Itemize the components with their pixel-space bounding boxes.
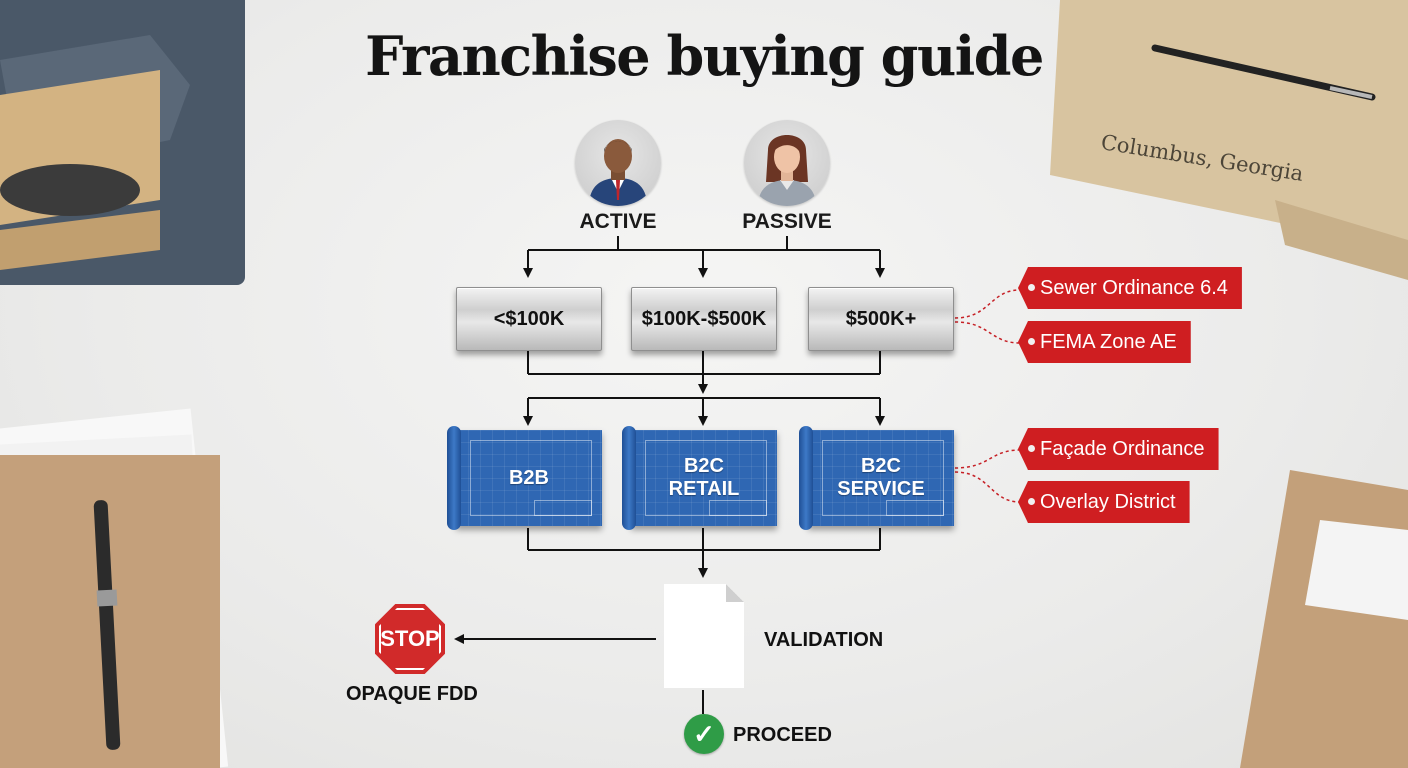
stop-sign-text: STOP bbox=[380, 626, 440, 651]
role-label-passive: PASSIVE bbox=[742, 210, 832, 233]
opaque-fdd-label: OPAQUE FDD bbox=[346, 683, 478, 705]
blueprint-b2b-line1: B2B bbox=[508, 466, 549, 489]
blueprint-b2c-retail-line1: B2C bbox=[683, 455, 724, 477]
green-check-icon: ✓ bbox=[684, 714, 724, 754]
tier-500k-plus: $500K+ bbox=[808, 287, 954, 351]
role-label-active: ACTIVE bbox=[579, 210, 657, 233]
tier-100k-500k: $100K-$500K bbox=[631, 287, 777, 351]
folder-icon bbox=[1050, 0, 1408, 280]
blueprint-b2c-service-line2: SERVICE bbox=[837, 478, 925, 500]
document-icon bbox=[664, 584, 744, 688]
tag-overlay-district: Overlay District bbox=[1018, 481, 1190, 523]
tag-facade-ordinance: Façade Ordinance bbox=[1018, 428, 1219, 470]
validation-label: VALIDATION bbox=[764, 629, 884, 651]
tag-fema-zone-label: FEMA Zone AE bbox=[1040, 330, 1177, 353]
tag-sewer-ordinance-label: Sewer Ordinance 6.4 bbox=[1040, 276, 1228, 299]
passive-avatar bbox=[744, 120, 830, 206]
blueprint-b2c-retail: B2C RETAIL bbox=[622, 426, 777, 530]
page-title: Franchise buying guide bbox=[365, 24, 1044, 88]
notebook-icon bbox=[0, 408, 229, 768]
female-businesswoman-icon bbox=[758, 135, 816, 206]
blueprint-b2c-service: B2C SERVICE bbox=[799, 426, 954, 530]
blueprint-b2c-service-line1: B2C bbox=[860, 455, 901, 477]
envelope-icon bbox=[1240, 470, 1408, 768]
tag-fema-zone: FEMA Zone AE bbox=[1018, 321, 1191, 363]
tag-sewer-ordinance: Sewer Ordinance 6.4 bbox=[1018, 267, 1242, 309]
stamp-icon bbox=[0, 0, 245, 285]
blueprint-b2c-retail-line2: RETAIL bbox=[668, 478, 740, 500]
proceed-label: PROCEED bbox=[733, 724, 832, 746]
tier-under-100k: <$100K bbox=[456, 287, 602, 351]
active-avatar bbox=[575, 120, 661, 206]
male-businessman-icon bbox=[589, 139, 647, 206]
tag-overlay-district-label: Overlay District bbox=[1040, 490, 1176, 513]
tag-facade-ordinance-label: Façade Ordinance bbox=[1040, 437, 1205, 460]
blueprint-b2b: B2B bbox=[447, 426, 602, 530]
stop-sign-icon: STOP bbox=[375, 604, 445, 674]
